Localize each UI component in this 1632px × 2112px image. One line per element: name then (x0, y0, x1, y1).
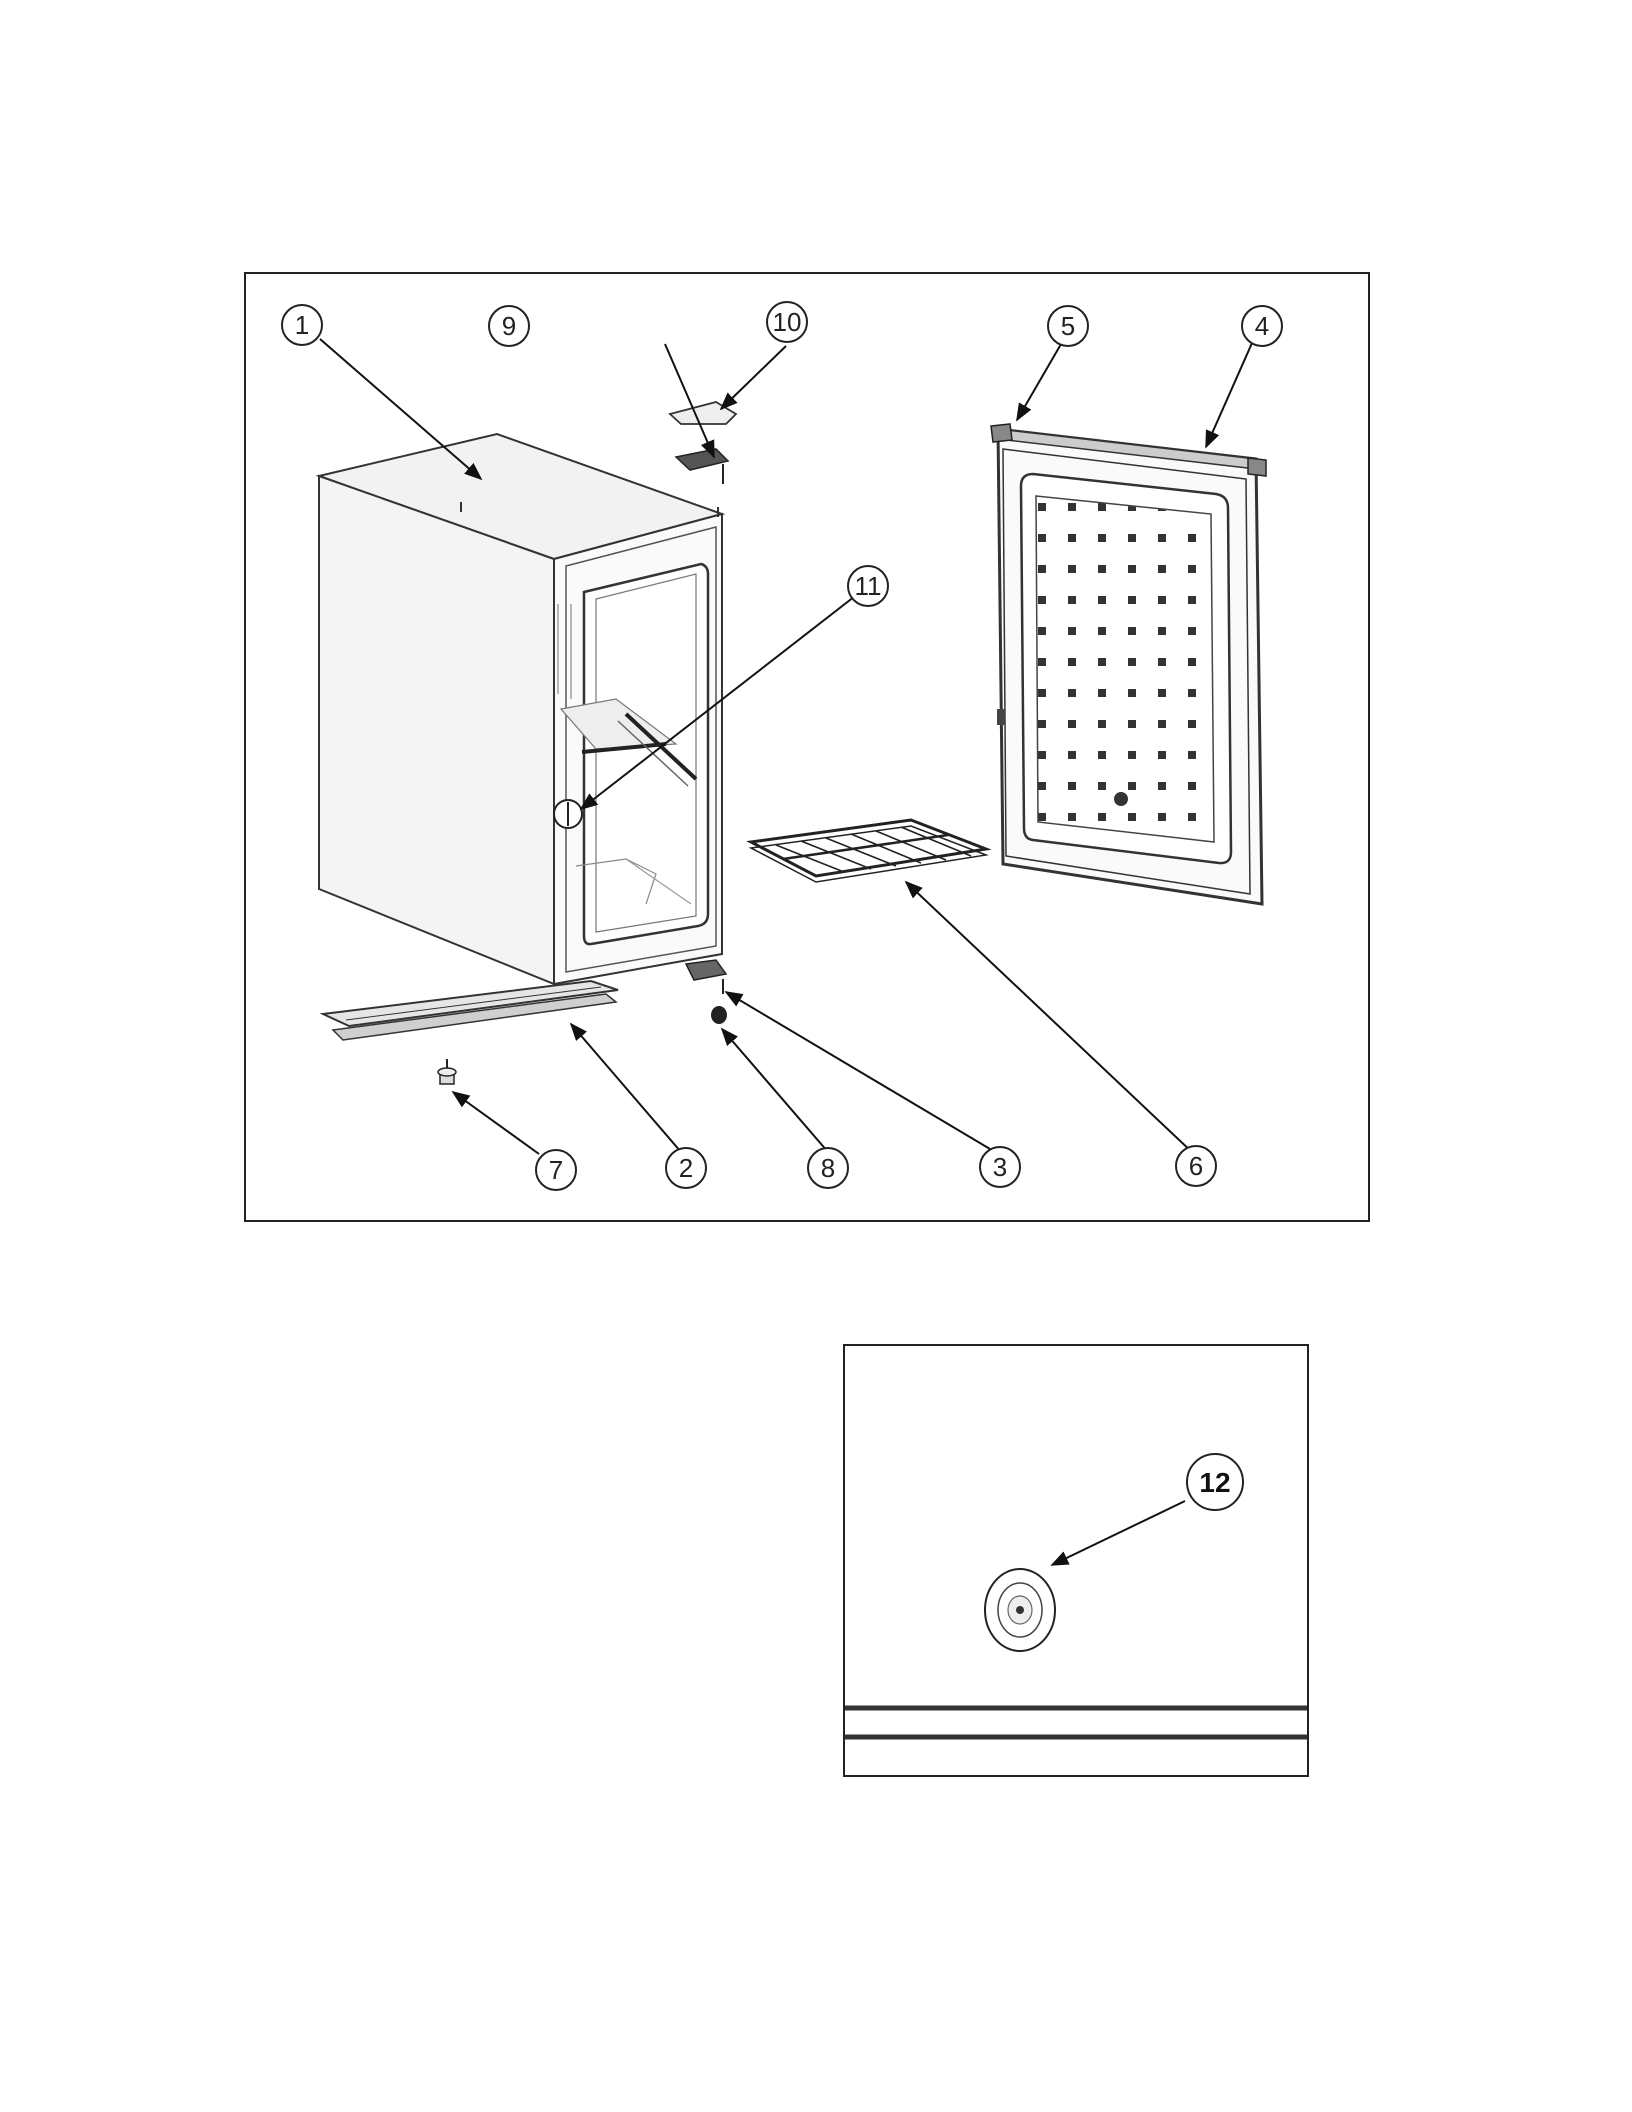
callout-8: 8 (808, 1148, 848, 1188)
svg-text:2: 2 (679, 1153, 693, 1183)
callout-11: 11 (848, 566, 888, 606)
top-hinge (676, 449, 728, 484)
wire-shelf (751, 820, 986, 882)
callout-3: 3 (980, 1147, 1020, 1187)
exploded-view-diagram: 1 2 3 4 5 6 7 8 (246, 274, 1368, 1220)
svg-text:6: 6 (1189, 1151, 1203, 1181)
callout-2: 2 (666, 1148, 706, 1188)
leveling-foot (438, 1059, 456, 1084)
callout-9: 9 (489, 306, 529, 346)
callout-1: 1 (282, 305, 322, 345)
callout-7: 7 (536, 1150, 576, 1190)
callout-10: 10 (767, 302, 807, 342)
drain-plug (985, 1569, 1055, 1651)
svg-text:4: 4 (1255, 311, 1269, 341)
detail-view-diagram: 12 (845, 1346, 1307, 1775)
svg-text:3: 3 (993, 1152, 1007, 1182)
svg-text:1: 1 (295, 310, 309, 340)
callout-12: 12 (1187, 1454, 1243, 1510)
callout-6: 6 (1176, 1146, 1216, 1186)
front-base-rail (323, 981, 618, 1040)
detail-view-panel: 12 (843, 1344, 1309, 1777)
thermostat-knob (554, 800, 582, 828)
cabinet (319, 434, 722, 984)
callout-4: 4 (1242, 306, 1282, 346)
svg-text:5: 5 (1061, 311, 1075, 341)
leader-line-12 (1052, 1501, 1185, 1565)
svg-text:8: 8 (821, 1153, 835, 1183)
svg-text:9: 9 (502, 311, 516, 341)
svg-text:7: 7 (549, 1155, 563, 1185)
svg-text:10: 10 (773, 307, 802, 337)
hinge-pin-cap (711, 1006, 727, 1024)
exploded-view-panel: 1 2 3 4 5 6 7 8 (244, 272, 1370, 1222)
callout-5: 5 (1048, 306, 1088, 346)
door (997, 429, 1262, 904)
svg-text:11: 11 (855, 571, 882, 601)
svg-text:12: 12 (1199, 1467, 1230, 1498)
bottom-hinge (686, 960, 726, 994)
